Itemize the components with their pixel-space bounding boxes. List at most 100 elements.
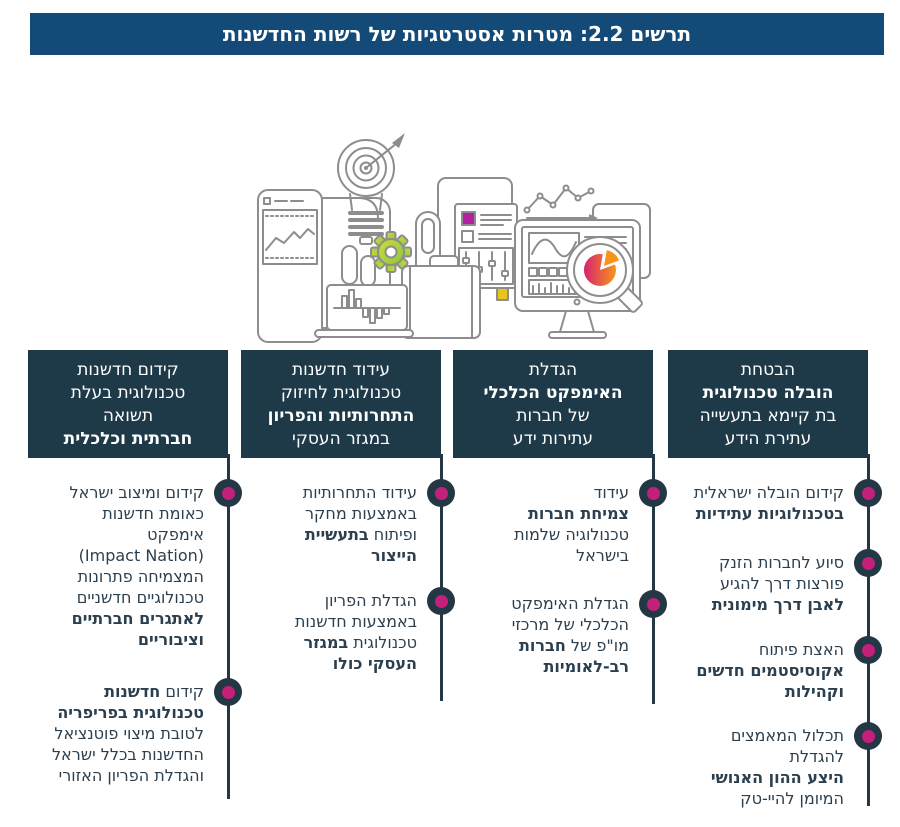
text-run: קידום ומיצוב ישראל xyxy=(69,483,204,502)
bullet-item-line: לאבן דרך מימונית xyxy=(654,594,844,615)
bullet-item-line: היצע ההון האנושי xyxy=(654,767,844,788)
text-run: הייצור xyxy=(371,546,417,565)
connector-line xyxy=(651,454,655,704)
bullet-marker-icon xyxy=(214,479,242,507)
text-run: חדשנות xyxy=(104,682,161,701)
bullet-item-line: הגדלת האימפקט xyxy=(439,593,629,614)
bullet-marker-icon xyxy=(427,479,455,507)
bullet-item-line: טכנולוגית במגזר xyxy=(227,632,417,653)
bullet-item-line: תכלול המאמצים xyxy=(654,725,844,746)
bullet-item-line: בטכנולוגיות עתידיות xyxy=(654,503,844,524)
bullet-item-line: קידום חדשנות xyxy=(14,681,204,702)
text-run: בתעשיית xyxy=(304,525,369,544)
connector-line xyxy=(866,454,870,806)
bullet-marker-icon xyxy=(854,549,882,577)
magnifier-pie-chart-icon xyxy=(566,236,643,313)
target-dart-bulb-icon xyxy=(337,133,405,245)
text-run: במגזר xyxy=(303,633,349,652)
bullet-item-line: לטובת מיצוי פוטנציאל xyxy=(14,723,204,744)
bullet-item-line: וציבוריים xyxy=(14,629,204,650)
text-run: והגדלת הפריון האזורי xyxy=(58,766,204,785)
zigzag-graph-arrow-icon xyxy=(523,184,598,222)
text-run: קידום xyxy=(160,682,204,701)
bullet-item-line: לאתגרים חברתיים xyxy=(14,608,204,629)
text-run: הגדלת הפריון xyxy=(324,591,417,610)
text-run: החדשנות בכלל ישראל xyxy=(51,745,204,764)
text-run: בישראל xyxy=(576,546,629,565)
goal-header-line: הגדלת xyxy=(528,360,578,380)
bullet-item-line: והגדלת הפריון האזורי xyxy=(14,765,204,786)
text-run: אימפקט xyxy=(147,525,204,544)
text-run: רב-לאומיות xyxy=(543,657,629,676)
laptop-bar-chart-icon xyxy=(314,284,414,338)
goal-header-line: האימפקט הכלכלי xyxy=(483,383,623,403)
goal-header-line: חברתית וכלכלית xyxy=(63,429,193,449)
connector-line xyxy=(226,454,230,799)
bullet-item-line: ופיתוח בתעשיית xyxy=(227,524,417,545)
text-run: המצמיחה פתרונות xyxy=(77,567,204,586)
text-run: היצע ההון האנושי xyxy=(710,768,844,787)
bullet-marker-icon xyxy=(214,678,242,706)
bullet-item-line: להגדלת xyxy=(654,746,844,767)
text-run: (Impact Nation) xyxy=(78,546,204,565)
bullet-item-line: הכלכלי של מרכזי xyxy=(439,614,629,635)
bullet-item-line: (Impact Nation) xyxy=(14,545,204,566)
text-run: טכנולוגיה שלמות xyxy=(514,525,629,544)
goal-header-line: הובלה טכנולוגית xyxy=(702,383,834,403)
text-run: לטובת מיצוי פוטנציאל xyxy=(54,724,204,743)
bullet-marker-icon xyxy=(639,479,667,507)
report-line-chart-icon xyxy=(257,189,323,343)
connector-line xyxy=(439,454,443,701)
text-run: לאתגרים חברתיים xyxy=(71,609,204,628)
text-run: טכנולוגית בפריפריה xyxy=(57,703,204,722)
bullet-item-line: טכנולוגיים חדשניים xyxy=(14,587,204,608)
bullet-item-line: עידוד xyxy=(439,482,629,503)
goal-header-line: עידוד חדשנות xyxy=(291,360,391,380)
bullet-item-line: קידום ומיצוב ישראל xyxy=(14,482,204,503)
text-run: באמצעות מחקר xyxy=(305,504,417,523)
bullet-item-line: הייצור xyxy=(227,545,417,566)
bullet-item-line: המיומן להיי-טק xyxy=(654,788,844,809)
text-run: תכלול המאמצים xyxy=(730,726,844,745)
bullet-item-line: כאומת חדשנות xyxy=(14,503,204,524)
bullet-item-line: פורצות דרך להגיע xyxy=(654,573,844,594)
bullet-item-line: הגדלת הפריון xyxy=(227,590,417,611)
bullet-item-line: מו"פ של חברות xyxy=(439,635,629,656)
text-run: סיוע לחברות הזנק xyxy=(719,553,844,572)
goal-header-line: טכנולוגית בעלת xyxy=(70,383,186,403)
text-run: להגדלת xyxy=(789,747,844,766)
bullet-item-line: טכנולוגית בפריפריה xyxy=(14,702,204,723)
gear-icon xyxy=(370,231,412,273)
innovation-illustration xyxy=(257,133,651,343)
goal-header-line: במגזר העסקי xyxy=(292,429,390,449)
bullet-item-line: סיוע לחברות הזנק xyxy=(654,552,844,573)
goal-header-line: טכנולוגית לחיזוק xyxy=(280,383,402,403)
briefcase-icon xyxy=(401,255,481,339)
bullet-item-line: וקהילות xyxy=(654,681,844,702)
text-run: קידום הובלה ישראלית xyxy=(693,483,844,502)
bullet-marker-icon xyxy=(854,722,882,750)
text-run: בטכנולוגיות עתידיות xyxy=(695,504,844,523)
text-run: וקהילות xyxy=(784,682,844,701)
bullet-item: קידום ומיצוב ישראל כאומת חדשנות אימפקט (Imp… xyxy=(14,479,242,650)
goal-header-line: של חברות xyxy=(516,406,590,426)
goal-header-line: קידום חדשנות xyxy=(77,360,179,380)
bullet-item: קידום הובלה ישראלית בטכנולוגיות עתידיות xyxy=(654,479,882,524)
bullet-item-line: בישראל xyxy=(439,545,629,566)
text-run: צמיחת חברות xyxy=(527,504,629,523)
text-run: מו"פ של xyxy=(565,636,629,655)
bullet-marker-icon xyxy=(427,587,455,615)
goal-header-line: בת קיימא בתעשייה xyxy=(699,406,837,426)
text-run: טכנולוגית xyxy=(348,633,417,652)
text-run: כאומת חדשנות xyxy=(102,504,204,523)
text-run: טכנולוגיים חדשניים xyxy=(76,588,204,607)
bullet-item-line: באמצעות מחקר xyxy=(227,503,417,524)
